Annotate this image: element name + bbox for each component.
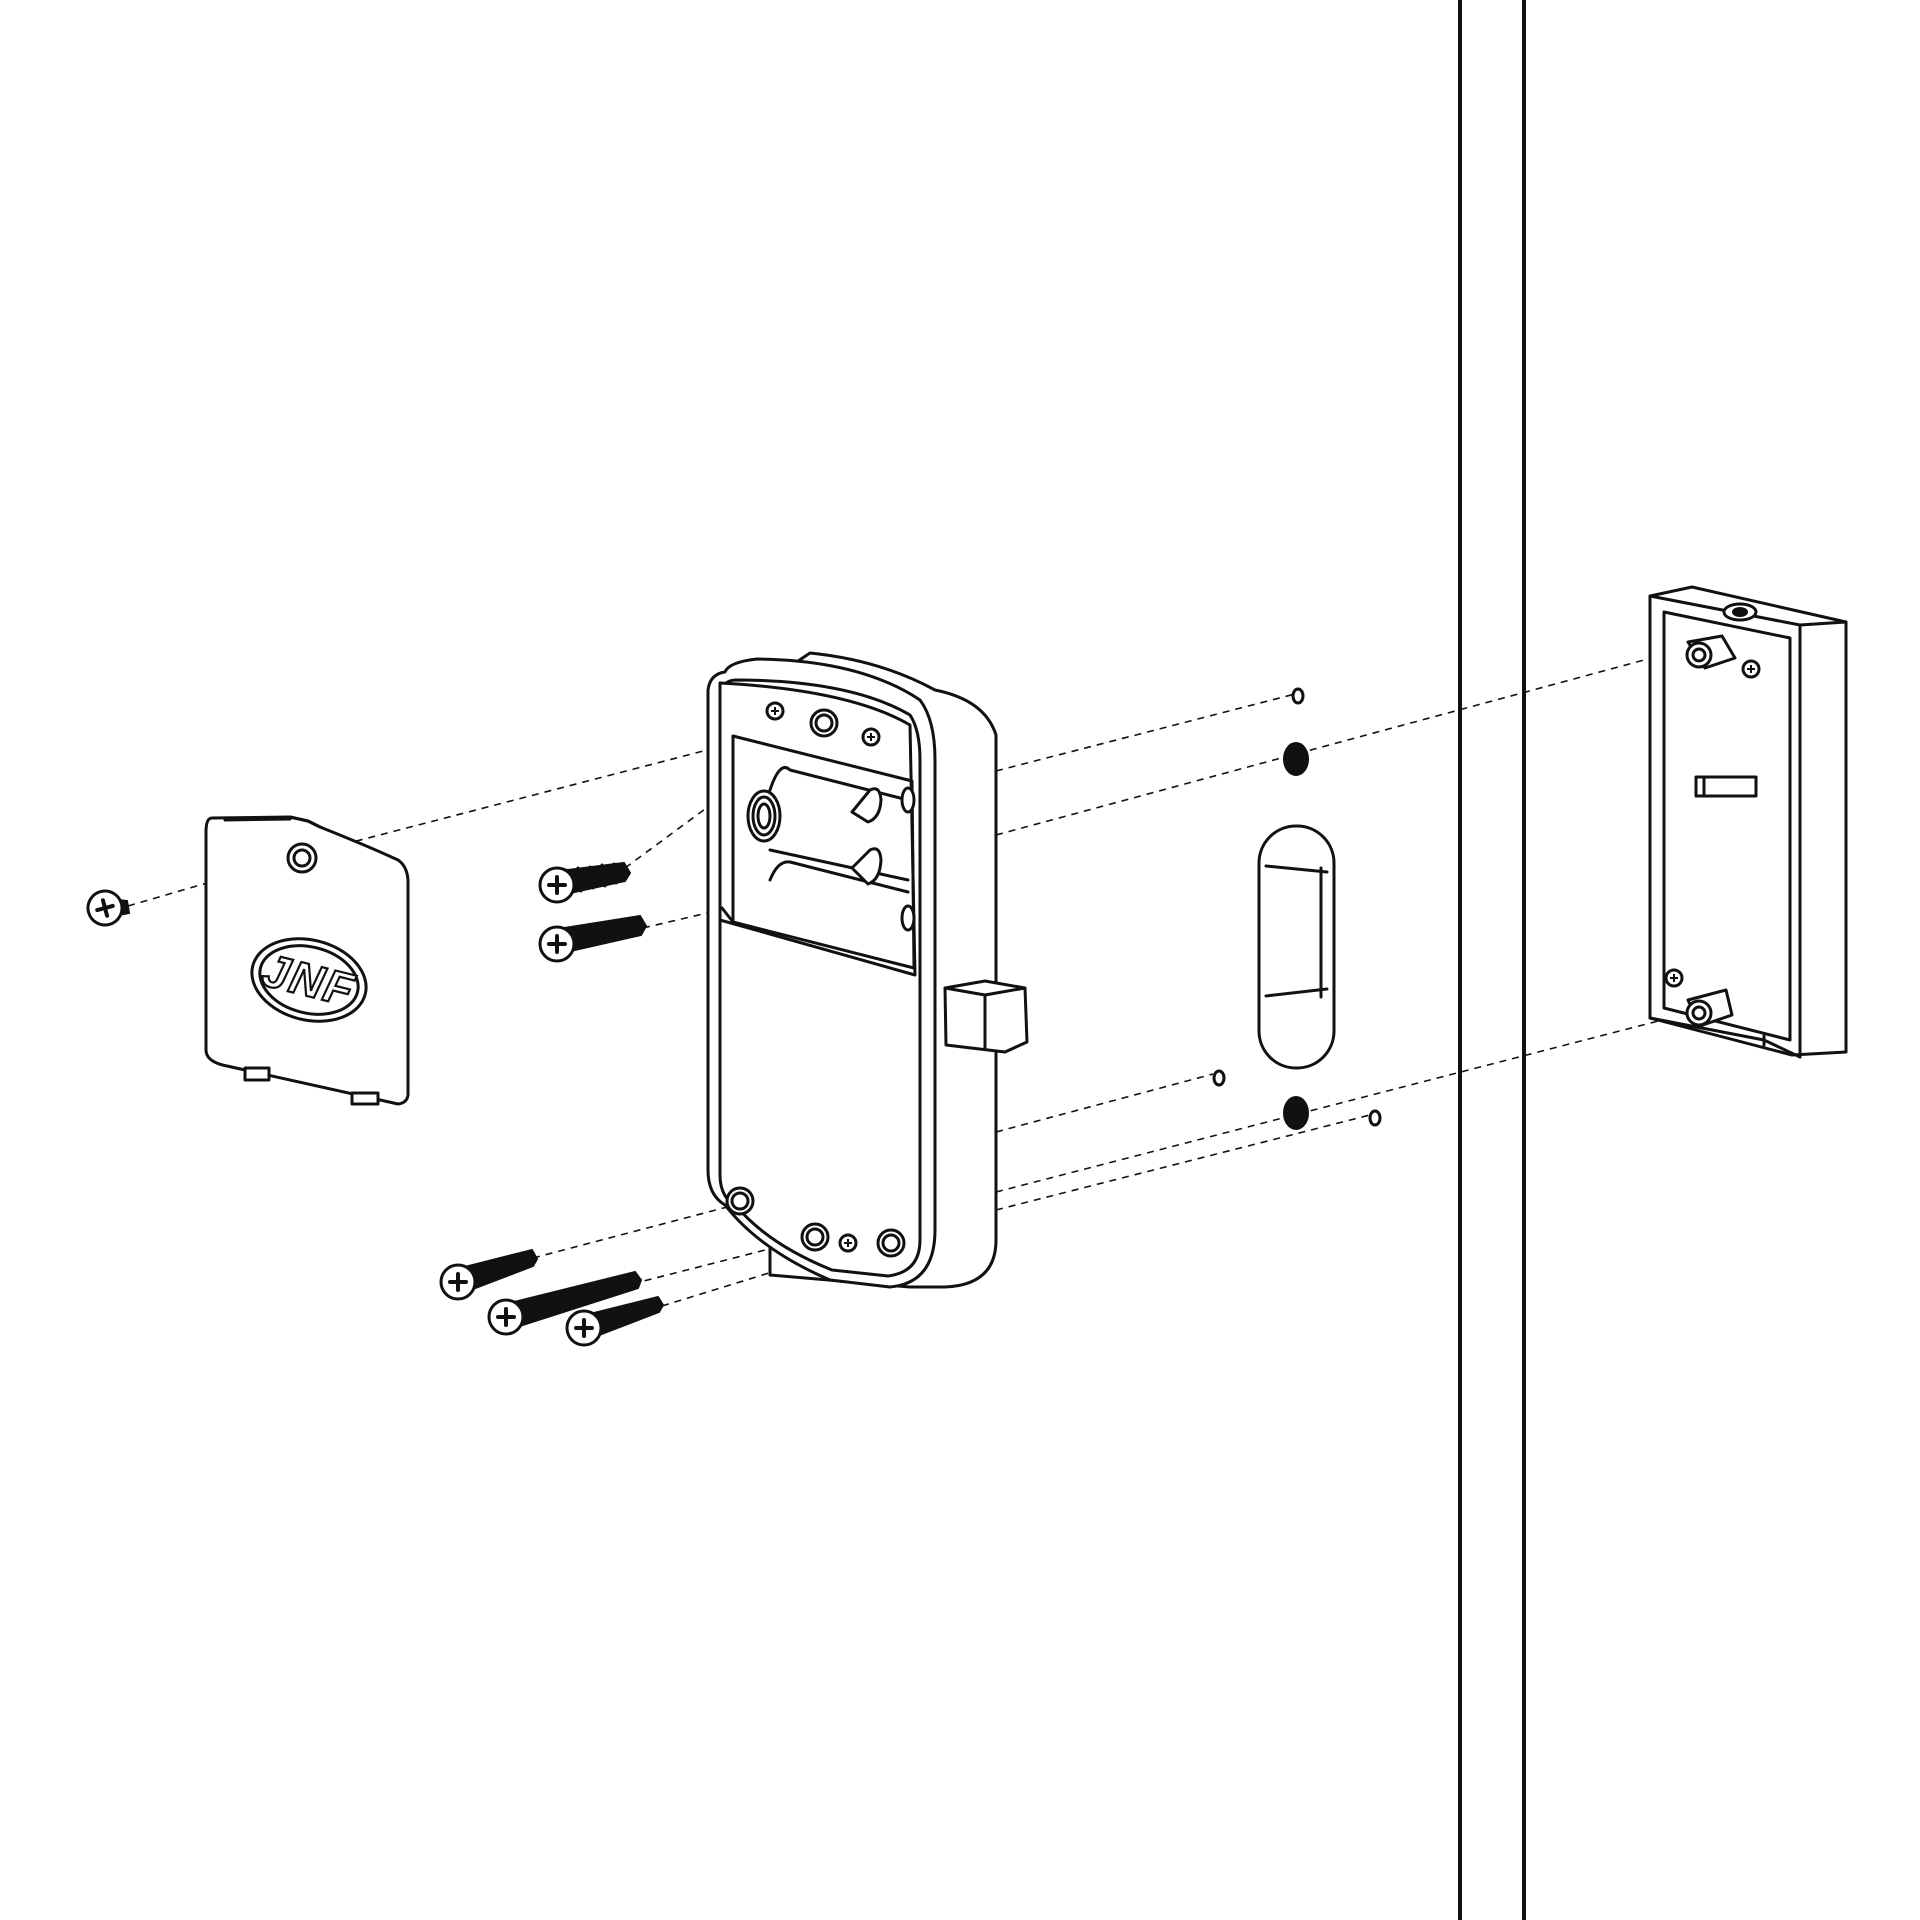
- upper-mounting-screws: [538, 861, 648, 963]
- mounting-holes: [1212, 687, 1382, 1130]
- screw-lower-1: [439, 1248, 539, 1301]
- battery-cover: JNF: [204, 815, 410, 1106]
- strike-stud-bottom: [1685, 988, 1734, 1028]
- screw-lower-2: [487, 1270, 643, 1336]
- lower-mounting-screws: [439, 1248, 665, 1347]
- lock-body: [706, 651, 998, 1289]
- brand-logo: JNF: [250, 937, 368, 1023]
- strike-plate: [1648, 585, 1848, 1059]
- screw-lower-3: [565, 1295, 665, 1347]
- door-panel: [1458, 0, 1526, 1920]
- screw-upper-1: [538, 861, 632, 904]
- cover-screw: [82, 885, 131, 931]
- slot-cutout: [1257, 824, 1336, 1070]
- latch-bolt: [943, 979, 1029, 1054]
- battery-spring: [746, 789, 782, 843]
- screw-upper-2: [538, 914, 648, 963]
- strike-stud-top: [1685, 634, 1737, 670]
